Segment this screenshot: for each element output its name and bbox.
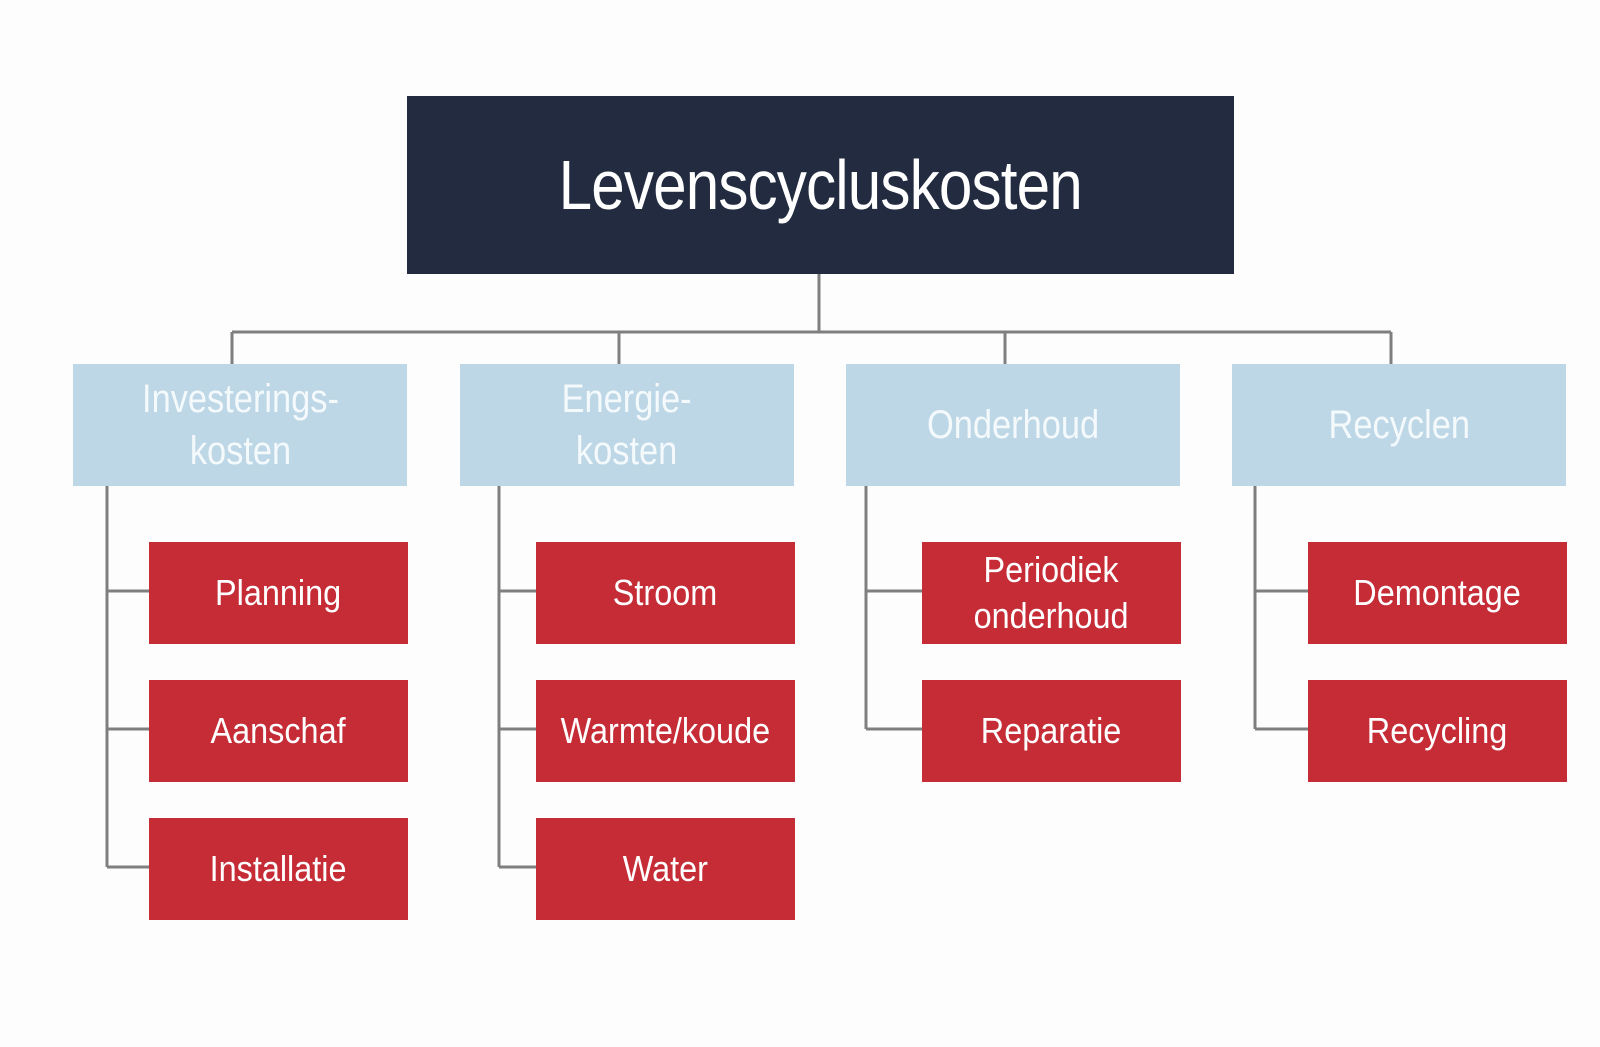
leaf-node: Warmte/koude [536, 680, 795, 782]
category-node: Investerings- kosten [73, 364, 407, 486]
leaf-node: Reparatie [922, 680, 1181, 782]
leaf-label: Recycling [1367, 710, 1508, 751]
category-node: Onderhoud [846, 364, 1180, 486]
category-node: Energie- kosten [460, 364, 794, 486]
leaf-node: Water [536, 818, 795, 920]
leaf-label: Demontage [1353, 572, 1522, 613]
root-title: Levenscycluskosten [558, 146, 1083, 224]
leaf-label: Periodiek onderhoud [974, 549, 1129, 636]
root-node: Levenscycluskosten [407, 96, 1234, 274]
leaf-label: Reparatie [981, 710, 1122, 751]
leaf-label: Water [622, 848, 709, 889]
leaf-node: Stroom [536, 542, 795, 644]
category-label: Recyclen [1328, 403, 1470, 447]
leaf-node: Demontage [1308, 542, 1567, 644]
leaf-node: Periodiek onderhoud [922, 542, 1181, 644]
leaf-label: Warmte/koude [560, 710, 771, 751]
leaf-label: Stroom [613, 572, 718, 613]
leaf-node: Aanschaf [149, 680, 408, 782]
leaf-label: Aanschaf [210, 710, 347, 751]
leaf-node: Installatie [149, 818, 408, 920]
category-node: Recyclen [1232, 364, 1566, 486]
leaf-label: Installatie [210, 848, 347, 889]
category-label: Investerings- kosten [141, 377, 339, 473]
leaf-node: Recycling [1308, 680, 1567, 782]
category-label: Energie- kosten [561, 377, 693, 473]
leaf-node: Planning [149, 542, 408, 644]
category-label: Onderhoud [926, 403, 1100, 447]
leaf-label: Planning [215, 572, 342, 613]
